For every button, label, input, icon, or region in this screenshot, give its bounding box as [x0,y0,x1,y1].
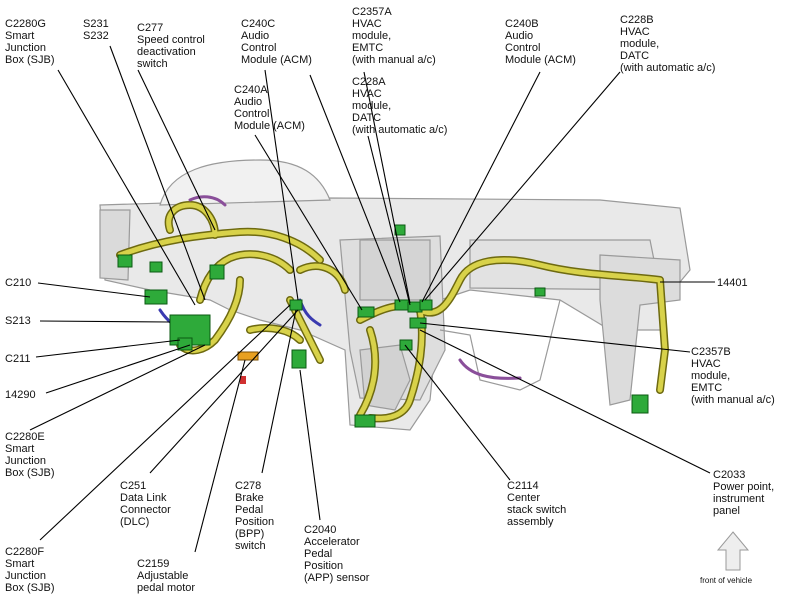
label-s213: S213 [5,315,31,327]
label-c211: C211 [5,353,31,365]
label-14290: 14290 [5,389,36,401]
connector-c2357b [409,317,427,329]
connector-c240c [394,299,410,311]
front-arrow-icon [716,531,750,571]
connector-mid [209,264,225,280]
connector-c228b [419,299,433,311]
connector-c211 [177,337,193,351]
instrument-panel [99,159,691,431]
connector-c2159 [237,351,259,361]
connector-c2159-pin [240,376,246,384]
connector-mid-2 [149,261,163,273]
front-of-vehicle-label: front of vehicle [700,576,753,585]
connector-top-left [117,254,133,268]
connector-bottom [354,414,376,428]
label-14401: 14401 [717,277,748,289]
connector-c2033 [631,394,649,414]
leader-lines [29,45,715,553]
label-c210: C210 [5,277,32,289]
connector-c210 [144,289,168,305]
connector-c2040 [291,349,307,369]
connector-c240a [357,306,375,318]
connector-dash-right [534,287,546,297]
connector-c2114 [399,339,413,351]
connector-c278 [289,299,303,311]
